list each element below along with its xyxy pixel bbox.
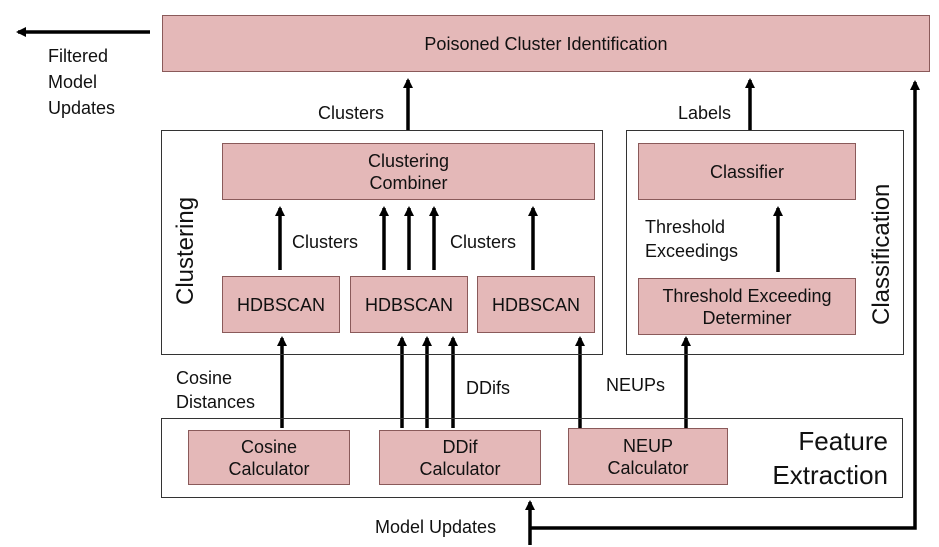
hdbscan-box-2: HDBSCAN — [350, 276, 468, 333]
clusters-output-label: Clusters — [318, 103, 385, 123]
threshold-exceedings-label: Threshold Exceedings — [645, 217, 739, 261]
classifier-box: Classifier — [638, 143, 856, 200]
feature-extraction-frame — [161, 418, 903, 498]
threshold-exceeding-determiner-box: Threshold Exceeding Determiner — [638, 278, 856, 335]
model-updates-bypass-arrow — [530, 80, 920, 530]
model-updates-label: Model Updates — [375, 517, 497, 537]
classification-section-label: Classification — [868, 183, 895, 325]
clustering-frame — [161, 130, 603, 355]
hdbscan-label-1: HDBSCAN — [236, 294, 325, 315]
neups-label: NEUPs — [606, 375, 666, 395]
feature-extraction-section-label: Feature Extraction — [772, 426, 888, 490]
clustering-combiner-label: Clustering Combiner — [367, 150, 450, 193]
clustering-combiner-box: Clustering Combiner — [222, 143, 595, 200]
filtered-model-updates-label: Filtered Model Updates — [48, 46, 116, 118]
poisoned-cluster-identification-box: Poisoned Cluster Identification — [162, 15, 930, 72]
clusters-left-label: Clusters — [292, 232, 359, 252]
hdbscan-box-3: HDBSCAN — [477, 276, 595, 333]
neup-calculator-label: NEUP Calculator — [607, 435, 689, 478]
clusters-right-label: Clusters — [450, 232, 517, 252]
ddif-calculator-label: DDif Calculator — [419, 436, 501, 479]
cosine-calculator-box: Cosine Calculator — [188, 430, 350, 485]
neup-calculator-box: NEUP Calculator — [568, 428, 728, 485]
classification-frame — [626, 130, 904, 355]
ddif-calculator-box: DDif Calculator — [379, 430, 541, 485]
hdbscan-label-3: HDBSCAN — [491, 294, 580, 315]
cosine-calculator-label: Cosine Calculator — [228, 436, 310, 479]
clustering-section-label: Clustering — [172, 196, 199, 305]
ddifs-label: DDifs — [466, 378, 510, 398]
hdbscan-box-1: HDBSCAN — [222, 276, 340, 333]
classifier-label: Classifier — [709, 161, 784, 182]
labels-output-label: Labels — [678, 103, 732, 123]
hdbscan-label-2: HDBSCAN — [364, 294, 453, 315]
threshold-exceeding-determiner-label: Threshold Exceeding Determiner — [662, 285, 832, 328]
poisoned-cluster-identification-label: Poisoned Cluster Identification — [424, 33, 668, 54]
cosine-distances-label: Cosine Distances — [176, 368, 256, 412]
